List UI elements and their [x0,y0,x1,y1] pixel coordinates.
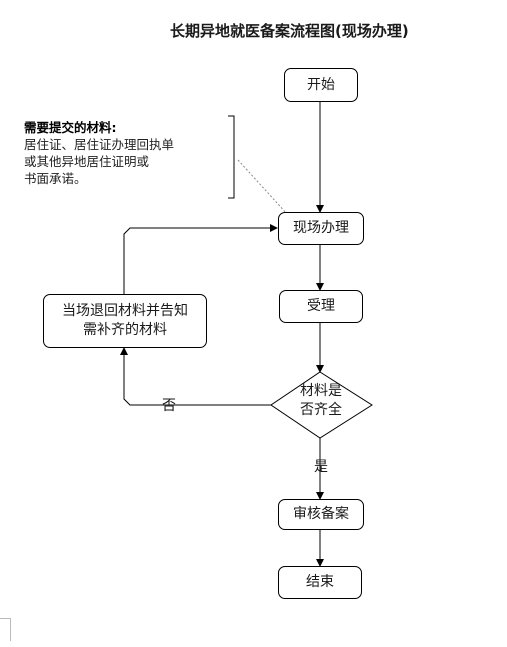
onsite-node-label: 现场办理 [293,220,349,236]
materials-note-heading: 需要提交的材料: [24,120,117,135]
return-materials-label-line: 需补齐的材料 [83,322,167,338]
materials-note-line: 书面承诺。 [24,171,87,186]
edge-label-no: 否 [162,398,176,414]
decision-label-line: 否齐全 [300,402,342,418]
review-node: 审核备案 [278,499,364,530]
return-materials-label-line: 当场退回材料并告知 [62,303,188,319]
materials-note-line: 居住证、居住证办理回执单 [24,137,175,152]
materials-note-line: 或其他异地居住证明或 [24,154,150,169]
end-node-label: 结束 [306,574,334,590]
page-title: 长期异地就医备案流程图(现场办理) [170,22,409,40]
arrow-return-to-onsite [123,224,278,294]
edge-label-yes: 是 [314,459,328,475]
start-node-label: 开始 [307,76,335,93]
accept-node-label: 受理 [307,298,335,314]
note-bracket [228,115,235,199]
end-node: 结束 [278,566,362,599]
review-node-label: 审核备案 [293,506,349,522]
note-callout-line [237,159,289,216]
decision-label-line: 材料是 [300,383,342,399]
decision-label: 材料是 否齐全 [280,382,362,420]
materials-note: 需要提交的材料: 居住证、居住证办理回执单 或其他异地居住证明或 书面承诺。 [24,119,174,187]
accept-node: 受理 [279,290,363,323]
decision-diamond [270,371,373,439]
start-node: 开始 [284,68,358,102]
return-materials-node: 当场退回材料并告知 需补齐的材料 [43,294,207,348]
page-margin-mark [0,618,11,641]
arrow-decision-to-return [120,347,271,406]
onsite-node: 现场办理 [278,212,364,245]
